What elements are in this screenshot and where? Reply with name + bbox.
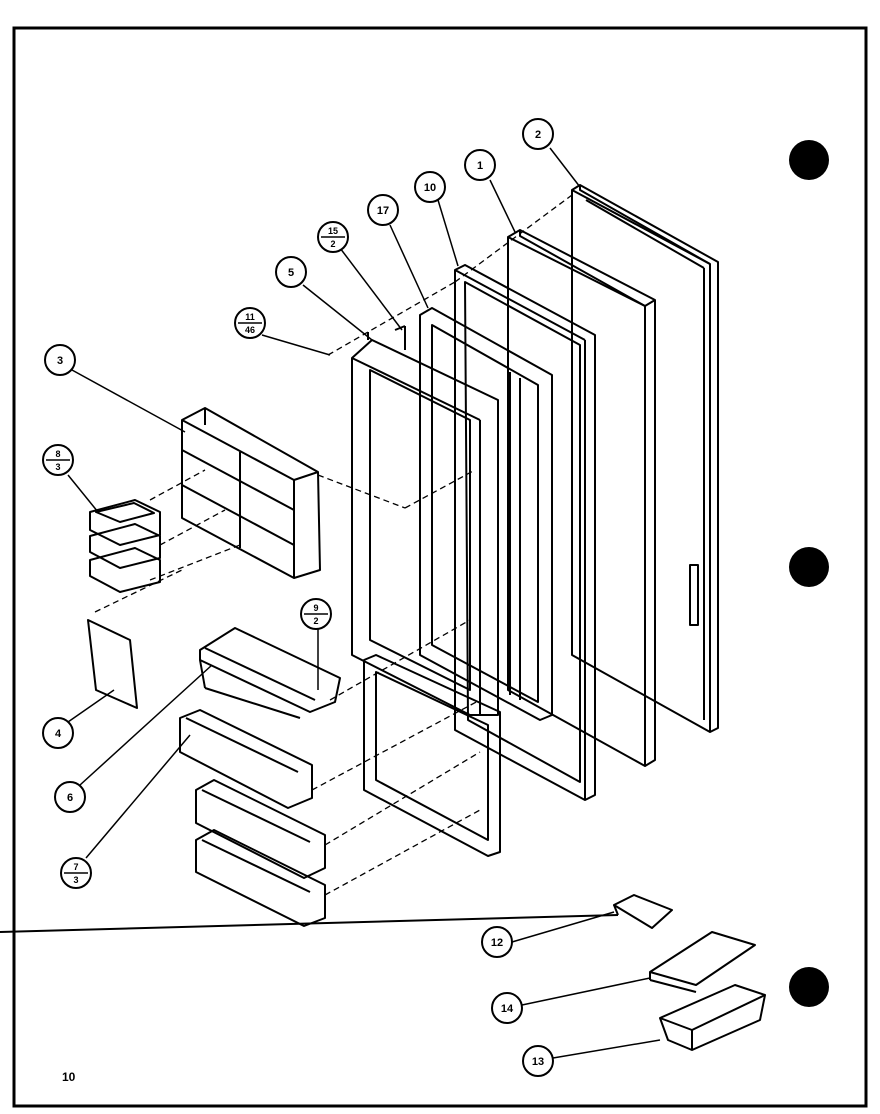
- callout-13: 13: [522, 1045, 554, 1077]
- part-13-bucket: [659, 984, 766, 1051]
- part-6-door-bin: [199, 627, 341, 719]
- svg-text:15: 15: [328, 226, 338, 236]
- svg-text:3: 3: [57, 355, 63, 367]
- svg-text:6: 6: [67, 792, 73, 804]
- callout-14: 14: [491, 992, 523, 1024]
- callout-4: 4: [42, 717, 74, 749]
- svg-text:9: 9: [313, 603, 318, 613]
- part-3-shelf-unit: [181, 407, 321, 579]
- page-number: 10: [62, 1070, 76, 1084]
- svg-text:12: 12: [491, 937, 503, 949]
- callout-7-3: 7 3: [60, 857, 92, 889]
- svg-text:10: 10: [424, 182, 436, 194]
- callout-2: 2: [522, 118, 554, 150]
- part-2-outer-panel: [571, 184, 719, 733]
- svg-text:3: 3: [55, 462, 60, 472]
- svg-text:2: 2: [313, 616, 318, 626]
- svg-text:13: 13: [532, 1056, 544, 1068]
- part-10-gasket: [454, 264, 596, 801]
- svg-text:46: 46: [245, 325, 255, 335]
- svg-text:14: 14: [501, 1003, 514, 1015]
- callout-12: 12: [481, 926, 513, 958]
- callout-5: 5: [275, 256, 307, 288]
- part-17-door-frame: [419, 307, 553, 721]
- callout-3: 3: [44, 344, 76, 376]
- svg-text:7: 7: [73, 862, 78, 872]
- leader-lines: [67, 147, 661, 1059]
- part-12-tray: [0, 894, 673, 933]
- assembly-lines: [94, 194, 573, 896]
- binder-hole-middle: [789, 547, 829, 587]
- part-8-containers: [89, 499, 161, 593]
- callout-10: 10: [414, 171, 446, 203]
- svg-text:11: 11: [245, 312, 255, 322]
- callout-11-46: 11 46: [234, 307, 266, 339]
- callout-1: 1: [464, 149, 496, 181]
- callout-15-2: 15 2: [317, 221, 349, 253]
- svg-text:1: 1: [477, 160, 483, 172]
- svg-text:2: 2: [330, 239, 335, 249]
- svg-text:2: 2: [535, 129, 541, 141]
- binder-hole-bottom: [789, 967, 829, 1007]
- svg-text:5: 5: [288, 267, 294, 279]
- part-4-cover: [87, 619, 138, 709]
- svg-text:4: 4: [55, 728, 62, 740]
- svg-text:17: 17: [377, 205, 389, 217]
- binder-hole-top: [789, 140, 829, 180]
- callout-9-2: 9 2: [300, 598, 332, 630]
- part-14-cover: [649, 931, 756, 993]
- callout-8-3: 8 3: [42, 444, 74, 476]
- svg-text:8: 8: [55, 449, 60, 459]
- svg-text:3: 3: [73, 875, 78, 885]
- door-lower-gasket: [363, 654, 501, 857]
- page-border: [12, 26, 868, 1108]
- part-7-door-bins: [179, 709, 326, 927]
- callout-6: 6: [54, 781, 86, 813]
- callout-17: 17: [367, 194, 399, 226]
